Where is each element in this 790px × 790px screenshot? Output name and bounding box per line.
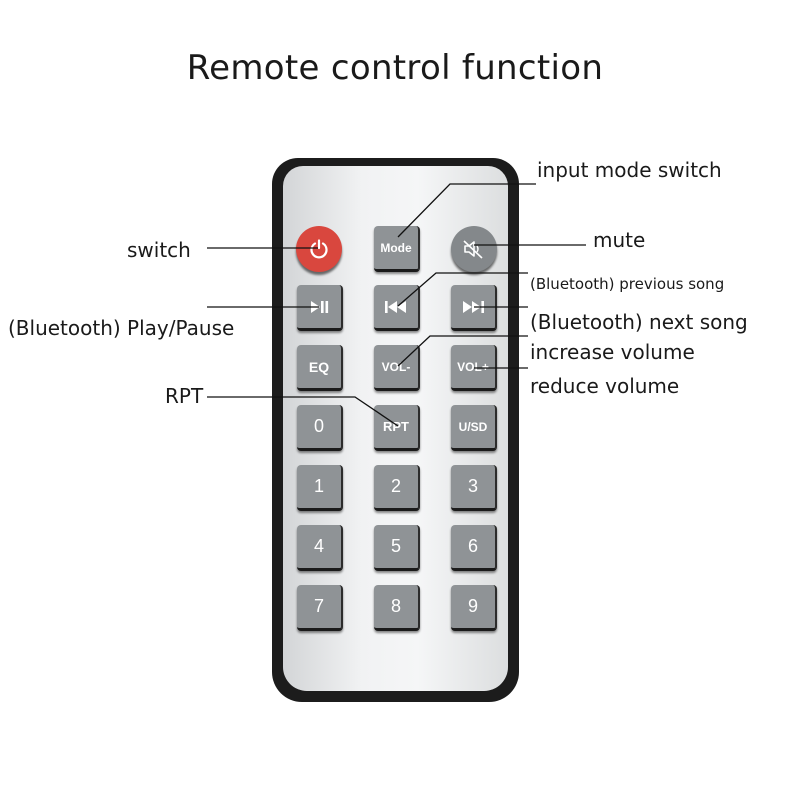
vol-minus-button[interactable]: VOL- [374,345,420,391]
label-rpt: RPT [165,384,204,408]
digit-8-button[interactable]: 8 [374,585,420,631]
mode-button[interactable]: Mode [374,226,420,272]
eq-button[interactable]: EQ [297,345,343,391]
mute-button[interactable] [451,226,497,272]
speaker-mute-icon [463,240,483,259]
digit-0-button[interactable]: 0 [297,405,343,451]
power-icon [310,239,328,259]
next-song-button[interactable] [451,285,497,331]
digit-3-button[interactable]: 3 [451,465,497,511]
digit-2-button[interactable]: 2 [374,465,420,511]
vol-plus-button[interactable]: VOL+ [451,345,497,391]
digit-1-button[interactable]: 1 [297,465,343,511]
usd-button[interactable]: U/SD [451,405,497,451]
label-switch: switch [127,238,191,262]
label-input-mode-switch: input mode switch [537,158,722,182]
label-increase-volume: increase volume [530,340,695,364]
digit-4-button[interactable]: 4 [297,525,343,571]
previous-song-button[interactable] [374,285,420,331]
skip-previous-icon [385,300,406,313]
diagram-title: Remote control function [186,48,604,88]
digit-7-button[interactable]: 7 [297,585,343,631]
label-reduce-volume: reduce volume [530,374,680,398]
play-pause-button[interactable] [297,285,343,331]
label-mute: mute [593,228,646,252]
rpt-button[interactable]: RPT [374,405,420,451]
power-button[interactable] [296,226,342,272]
skip-next-icon [463,300,484,313]
digit-5-button[interactable]: 5 [374,525,420,571]
digit-6-button[interactable]: 6 [451,525,497,571]
digit-9-button[interactable]: 9 [451,585,497,631]
label-previous-song: (Bluetooth) previous song [530,275,725,293]
play-pause-icon [311,300,329,313]
label-next-song: (Bluetooth) next song [530,310,748,334]
label-play-pause: (Bluetooth) Play/Pause [8,316,235,340]
